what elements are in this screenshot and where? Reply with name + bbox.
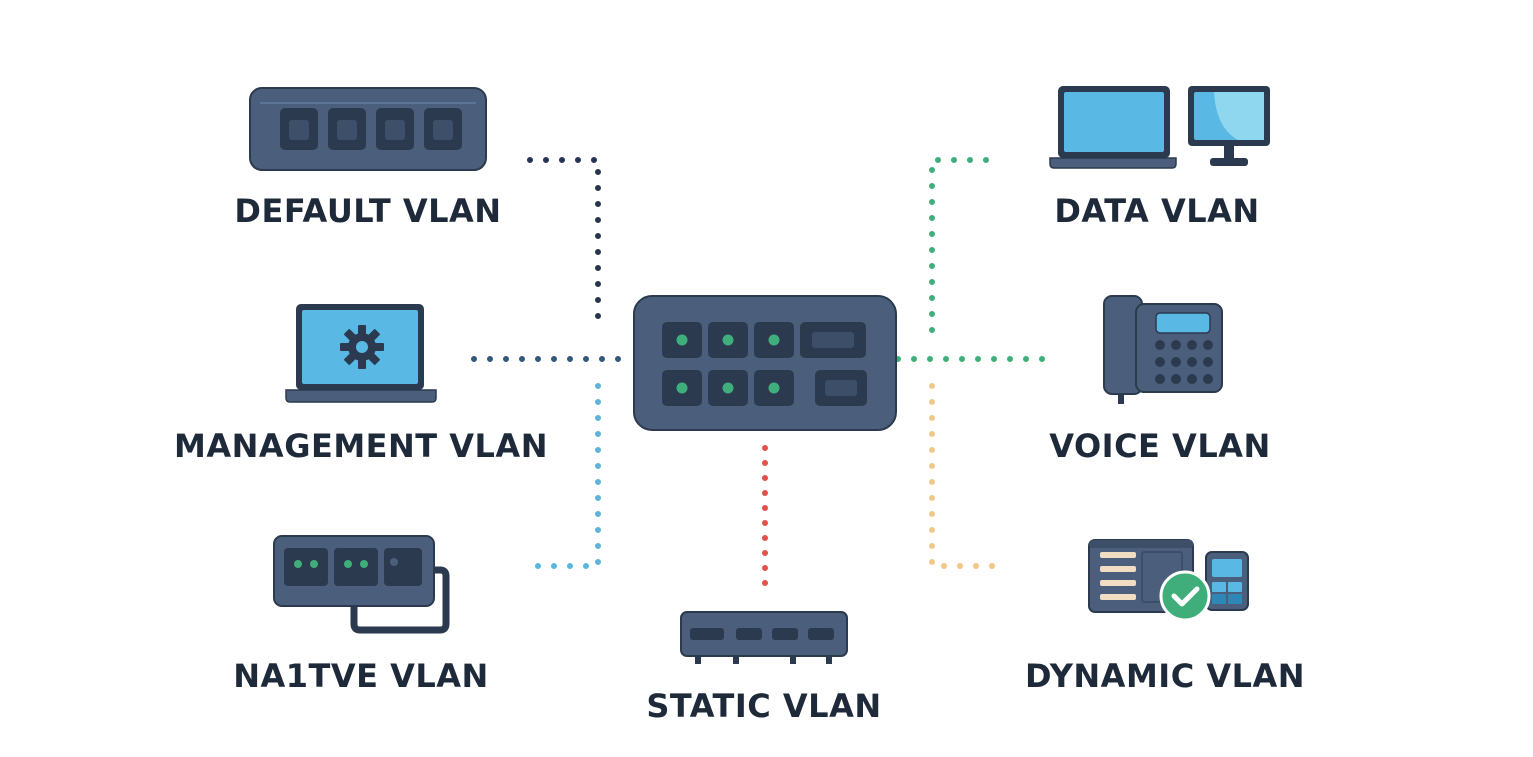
server-check-icon <box>1088 539 1249 622</box>
management-vlan-label: MANAGEMENT VLAN <box>174 427 548 465</box>
router-icon <box>680 611 848 664</box>
dynamic-vlan-label: DYNAMIC VLAN <box>1025 657 1305 695</box>
connector-dynamic-vlan <box>929 383 1003 569</box>
desk-phone-icon <box>1103 295 1223 404</box>
patch-switch-icon <box>273 535 450 634</box>
data-vlan-label: DATA VLAN <box>1054 192 1259 230</box>
default-vlan-label: DEFAULT VLAN <box>234 192 501 230</box>
network-switch-icon <box>633 295 897 431</box>
laptop-monitor-icon <box>1049 86 1270 169</box>
voice-vlan-label: VOICE VLAN <box>1049 427 1271 465</box>
laptop-gear-icon <box>285 304 437 403</box>
connector-native-vlan <box>527 383 601 569</box>
connector-default-vlan <box>527 157 601 333</box>
connector-data-vlan <box>929 157 1003 333</box>
native-vlan-label: NA1TVE VLAN <box>233 657 489 695</box>
static-vlan-label: STATIC VLAN <box>646 687 881 725</box>
switch-icon <box>249 87 487 171</box>
